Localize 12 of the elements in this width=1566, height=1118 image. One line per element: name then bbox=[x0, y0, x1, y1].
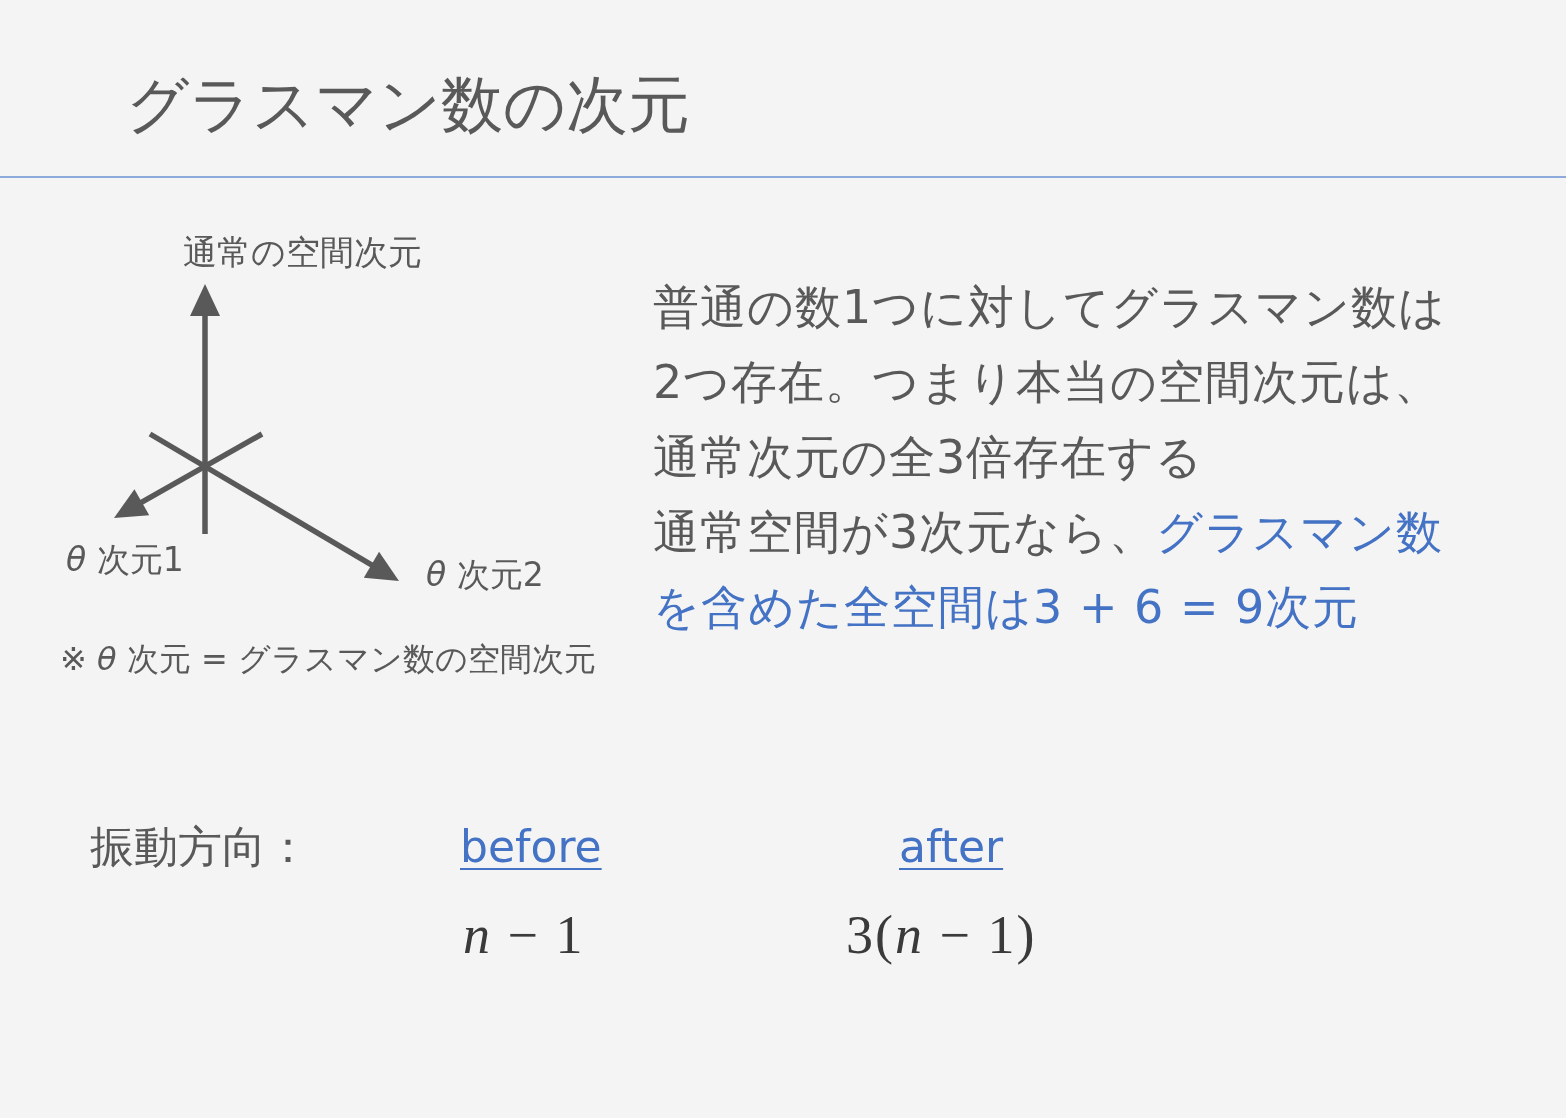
axis-label: θ 次元1 bbox=[66, 540, 184, 580]
row-label: 振動方向： bbox=[90, 821, 310, 874]
slide-title: グラスマン数の次元 bbox=[126, 68, 690, 143]
link: after bbox=[899, 821, 1004, 874]
link: before bbox=[460, 821, 602, 874]
footnote: ※ θ 次元 = グラスマン数の空間次元 bbox=[60, 640, 596, 679]
formula: 3(n − 1) bbox=[846, 904, 1037, 967]
axis-label: θ 次元2 bbox=[426, 555, 544, 595]
formula: n − 1 bbox=[463, 904, 585, 967]
paragraph: 通常空間が3次元なら、グラスマン数を含めた全空間は3 + 6 = 9次元 bbox=[653, 504, 1445, 636]
axis-label: 通常の空間次元 bbox=[183, 232, 422, 273]
paragraph: 普通の数1つに対してグラスマン数は2つ存在。つまり本当の空間次元は、通常次元の全3倍存在する bbox=[653, 279, 1448, 486]
